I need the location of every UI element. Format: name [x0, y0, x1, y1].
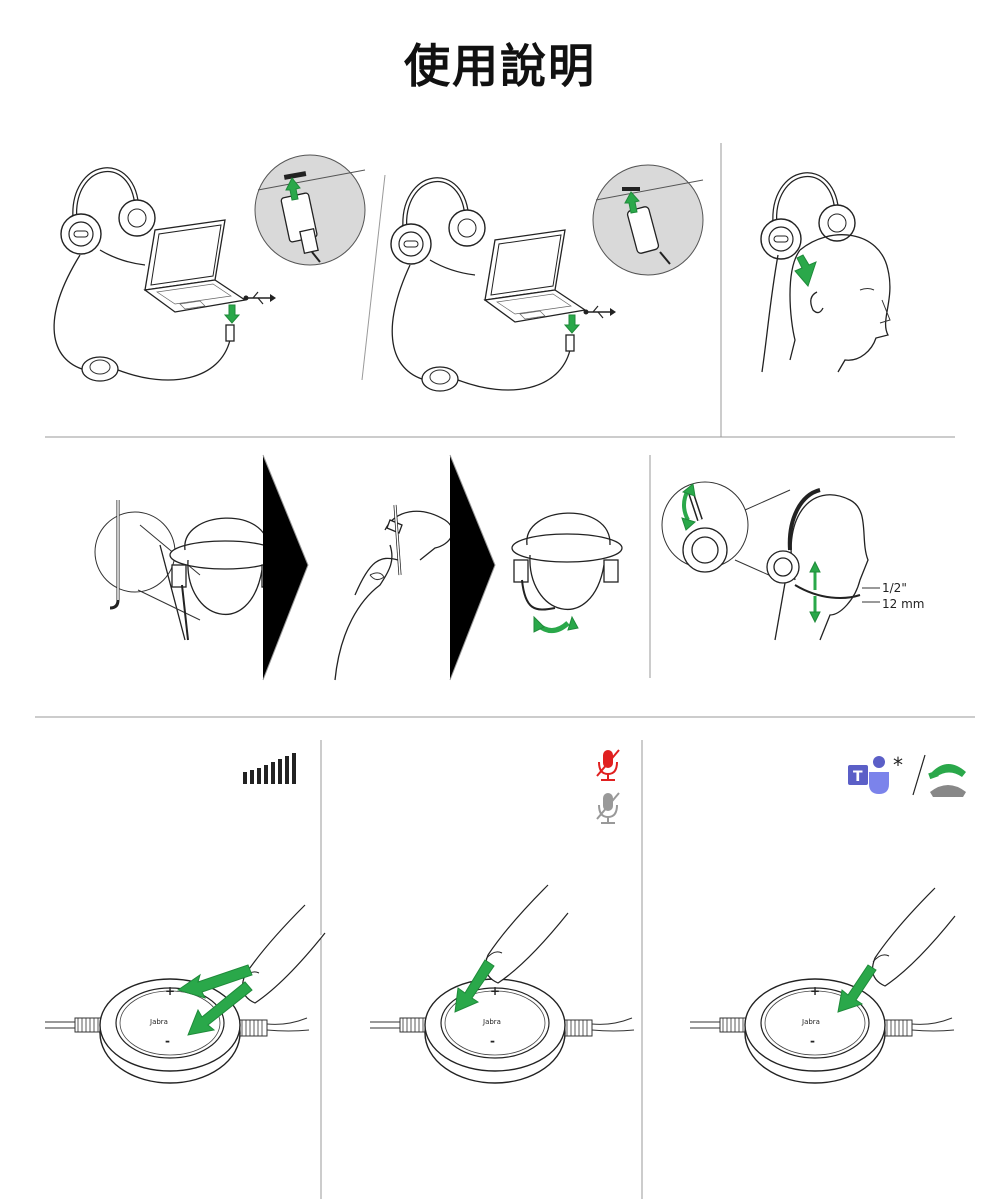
step-wear-headset: [761, 175, 891, 373]
step-fit-adjust: 1/2" 12 mm: [661, 481, 924, 641]
volume-down-label: -: [490, 1034, 495, 1048]
place-arrow-icon: [794, 254, 817, 287]
step-call-control: T * + - Jabra: [689, 753, 966, 1084]
brand-label: Jabra: [149, 1018, 168, 1026]
call-end-icon: [930, 785, 966, 797]
step-mute-control: + - Jabra: [369, 749, 635, 1084]
volume-up-label: +: [810, 984, 820, 998]
teams-icon: T: [848, 756, 889, 794]
brand-label: Jabra: [801, 1018, 820, 1026]
brand-label: Jabra: [482, 1018, 501, 1026]
volume-up-label: +: [165, 984, 175, 998]
step-volume-control: + - Jabra: [44, 753, 326, 1084]
volume-down-label: -: [810, 1034, 815, 1048]
page-title: 使用說明: [404, 39, 596, 93]
mic-muted-icon: [596, 749, 620, 781]
plug-in-arrow-icon: [223, 304, 241, 324]
volume-up-label: +: [490, 984, 500, 998]
measure-inch-label: 1/2": [882, 581, 907, 595]
mic-unmuted-icon: [596, 792, 620, 824]
usb-icon: [243, 291, 276, 305]
step-boom-position: [511, 455, 651, 678]
step-connect-usb-a: [53, 154, 386, 382]
step-boom-bend: [334, 454, 496, 681]
measure-mm-label: 12 mm: [882, 597, 924, 611]
svg-text:T: T: [853, 769, 863, 785]
asterisk-note: *: [893, 753, 903, 777]
volume-down-label: -: [165, 1034, 170, 1048]
step-connect-usb-c: [391, 143, 722, 437]
usb-icon: [583, 305, 616, 319]
volume-bars-icon: [243, 753, 296, 784]
step-boom-adjust: [94, 454, 309, 681]
call-answer-icon: [928, 764, 966, 780]
